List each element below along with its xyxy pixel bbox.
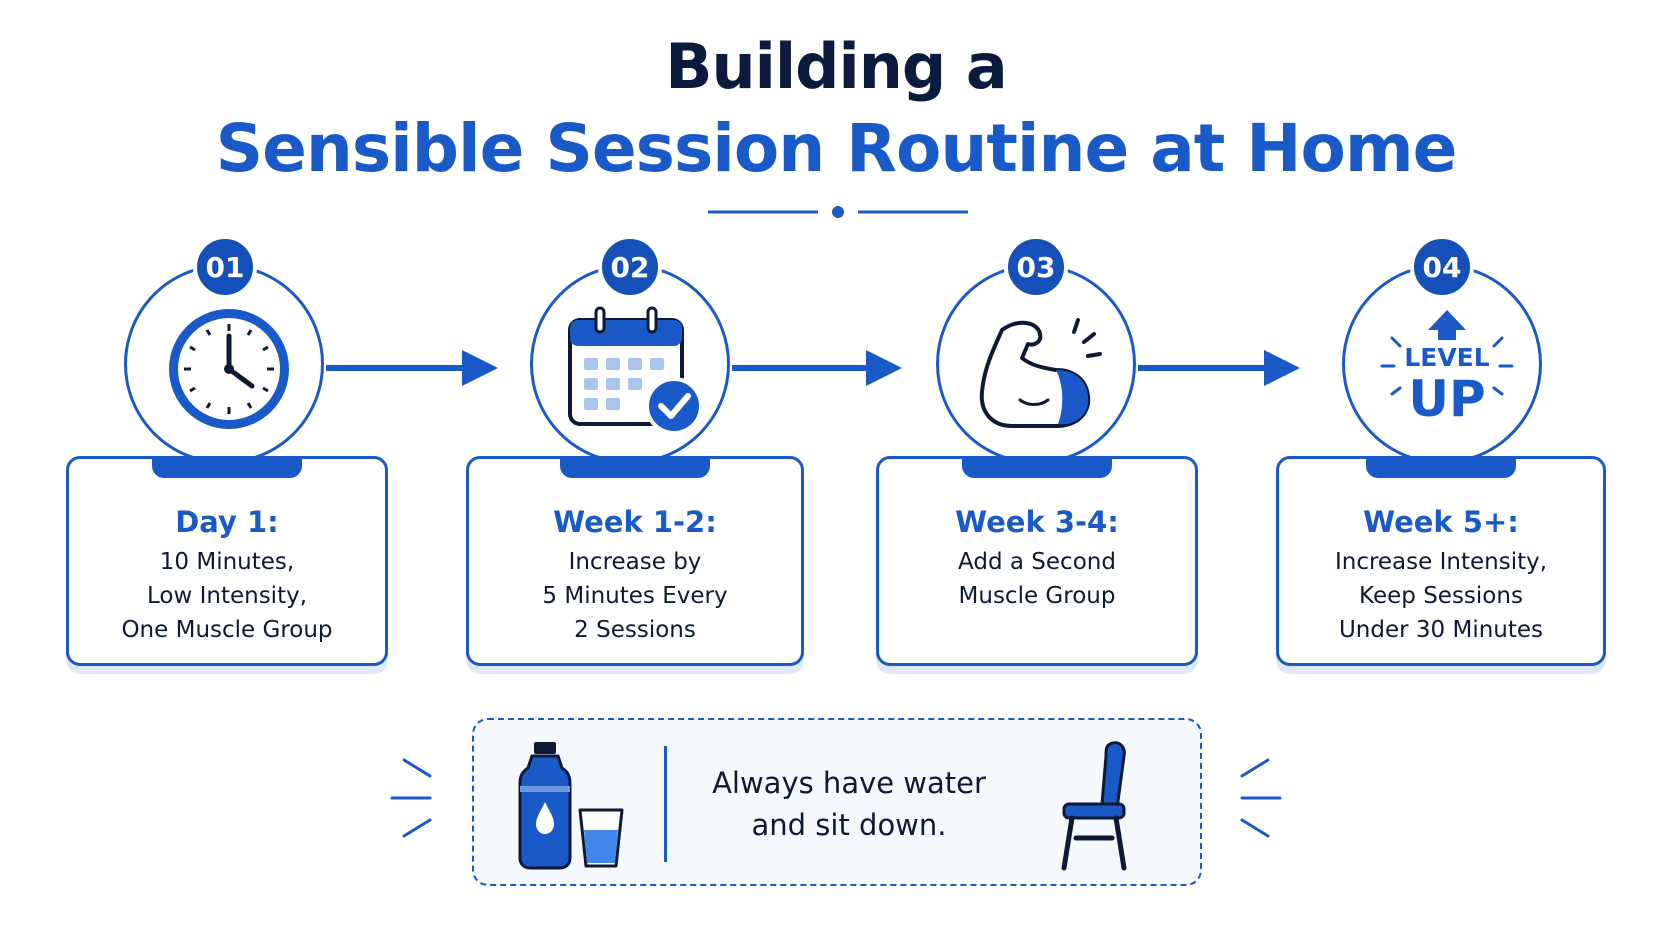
card-tab [560, 456, 710, 478]
step-description-line: 10 Minutes, [159, 549, 295, 575]
level-up-text: UP [1408, 370, 1485, 428]
arrow-right-icon [326, 350, 498, 386]
card-tab [1366, 456, 1516, 478]
step-description-line: Add a Second [958, 549, 1116, 575]
step-title: Week 3-4: [955, 505, 1119, 539]
clock-icon [169, 309, 289, 429]
arrow-right-icon [1138, 350, 1300, 386]
page-title-line2: Sensible Session Routine at Home [215, 110, 1458, 187]
tip-text-line: Always have water [712, 766, 986, 800]
card-tab [152, 456, 302, 478]
step-description: 10 Minutes, Low Intensity, One Muscle Gr… [69, 545, 385, 647]
tip-separator [664, 746, 667, 862]
step-description-line: Under 30 Minutes [1338, 617, 1544, 643]
step-description: Add a Second Muscle Group [879, 545, 1195, 613]
step-description-line: 5 Minutes Every [542, 583, 728, 609]
level-up-icon: LEVEL UP [1380, 310, 1514, 428]
card-tab [962, 456, 1112, 478]
step-description-line: Low Intensity, [146, 583, 308, 609]
step-description-line: Muscle Group [958, 583, 1116, 609]
step-number-badge: 01 [193, 235, 257, 299]
tip-text-line: and sit down. [751, 808, 947, 842]
step-description: Increase by 5 Minutes Every 2 Sessions [469, 545, 801, 647]
step-card: Day 1: 10 Minutes, Low Intensity, One Mu… [66, 456, 388, 666]
step-card: Week 5+: Increase Intensity, Keep Sessio… [1276, 456, 1606, 666]
step-description: Increase Intensity, Keep Sessions Under … [1279, 545, 1603, 647]
step-title: Week 5+: [1363, 505, 1519, 539]
step-number-badge: 03 [1004, 235, 1068, 299]
arrow-right-icon [732, 350, 902, 386]
burst-lines-icon [1240, 758, 1282, 838]
step-description-line: Increase Intensity, [1334, 549, 1548, 575]
title-divider [708, 206, 968, 218]
step-card: Week 1-2: Increase by 5 Minutes Every 2 … [466, 456, 804, 666]
step-description-line: 2 Sessions [574, 617, 696, 643]
step-description-line: One Muscle Group [121, 617, 333, 643]
chair-icon [1061, 741, 1127, 871]
tip-text: Always have water and sit down. [704, 762, 994, 846]
tip-box: Always have water and sit down. [472, 718, 1202, 886]
step-description-line: Keep Sessions [1359, 583, 1523, 609]
level-up-text: LEVEL [1404, 343, 1489, 372]
step-title: Day 1: [175, 505, 279, 539]
page-title-line1: Building a [665, 30, 1007, 103]
step-description-line: Increase by [568, 549, 702, 575]
water-bottle-and-glass-icon [518, 742, 624, 870]
flexed-bicep-icon [979, 318, 1102, 428]
step-number-badge: 02 [598, 235, 662, 299]
step-title: Week 1-2: [553, 505, 717, 539]
step-number-badge: 04 [1410, 235, 1474, 299]
burst-lines-icon [390, 758, 432, 838]
calendar-check-icon [568, 306, 703, 435]
step-card: Week 3-4: Add a Second Muscle Group [876, 456, 1198, 666]
